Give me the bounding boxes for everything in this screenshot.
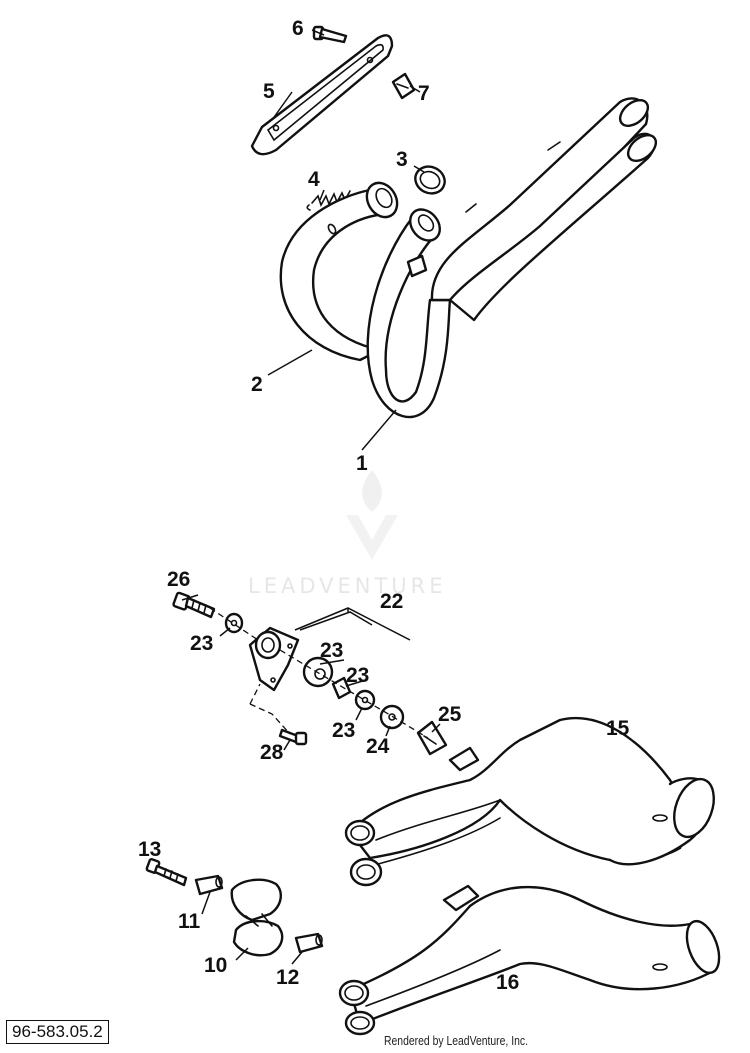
washer-part-23-upper[interactable]: [224, 612, 244, 634]
washer-part-23-lower[interactable]: [354, 689, 376, 711]
callout-22: 23: [346, 664, 369, 687]
watermark-text: LEADVENTURE: [248, 574, 447, 598]
leader-line: [361, 409, 397, 451]
callout-5: 5: [263, 80, 275, 103]
spring-part-4[interactable]: [306, 190, 351, 211]
callout-11: 11: [178, 910, 201, 933]
callout-25: 25: [438, 703, 462, 726]
leader-line: [311, 29, 325, 36]
clamp-part-10[interactable]: [230, 878, 284, 957]
assembly-line: [279, 649, 429, 739]
clip-part-25[interactable]: [416, 720, 448, 756]
callout-10: 10: [204, 954, 227, 977]
leader-line: [409, 85, 421, 93]
callout-3: 3: [396, 148, 408, 171]
group-bracket-20: [294, 607, 411, 641]
assembly-line: [249, 703, 291, 735]
leader-line: [267, 349, 313, 376]
callout-13: 13: [138, 838, 161, 861]
callout-16: 16: [496, 971, 519, 994]
leader-line: [235, 947, 249, 961]
gasket-part-3[interactable]: [411, 162, 449, 198]
diagram-reference-code: 96-583.05.2: [6, 1020, 109, 1044]
leader-line: [319, 659, 345, 665]
callout-7: 7: [418, 82, 430, 105]
leader-line: [283, 739, 291, 751]
screw-part-6[interactable]: [312, 25, 348, 44]
bolt-part-13[interactable]: [145, 858, 188, 887]
leader-line: [201, 891, 211, 915]
callout-2: 2: [251, 373, 263, 396]
callout-23-lower: 23: [332, 719, 355, 742]
leader-line: [219, 627, 231, 637]
callout-21: 23: [320, 639, 343, 662]
clip-part-7[interactable]: [391, 72, 416, 100]
callout-1: 1: [356, 452, 368, 475]
nut-part-12[interactable]: [294, 932, 324, 954]
leader-line: [355, 707, 363, 721]
header-pipe-part-1[interactable]: [366, 95, 661, 419]
bolt-part-28[interactable]: [278, 728, 308, 746]
leader-line: [271, 91, 293, 121]
callout-24: 24: [366, 735, 390, 758]
rear-pipe-part-16[interactable]: [338, 884, 725, 1036]
callout-6: 6: [292, 17, 304, 40]
watermark-logo: LEADVENTURE: [248, 470, 447, 598]
nut-part-11[interactable]: [194, 874, 224, 896]
callout-4: 4: [308, 168, 320, 191]
callout-20: 22: [380, 590, 403, 613]
leader-line: [431, 723, 441, 733]
bracket-part-20[interactable]: [248, 626, 300, 692]
assembly-line: [249, 683, 261, 705]
washer-part-24[interactable]: [379, 704, 405, 730]
callout-26: 26: [167, 568, 190, 591]
leader-line: [345, 679, 367, 687]
header-pipe-part-2[interactable]: [279, 177, 403, 362]
leader-line: [291, 951, 303, 965]
leader-line: [385, 725, 391, 737]
leader-line: [181, 594, 199, 601]
leader-line: [413, 165, 425, 173]
leader-line: [319, 189, 325, 201]
callout-12: 12: [276, 966, 299, 989]
callout-15: 15: [606, 717, 630, 740]
callout-23-upper: 23: [190, 632, 213, 655]
bolt-part-26[interactable]: [172, 591, 216, 619]
render-credit: Rendered by LeadVenture, Inc.: [384, 1033, 528, 1048]
muffler-part-15[interactable]: [344, 716, 721, 887]
callout-28: 28: [260, 741, 284, 764]
heat-shield-part-5[interactable]: [250, 34, 394, 156]
